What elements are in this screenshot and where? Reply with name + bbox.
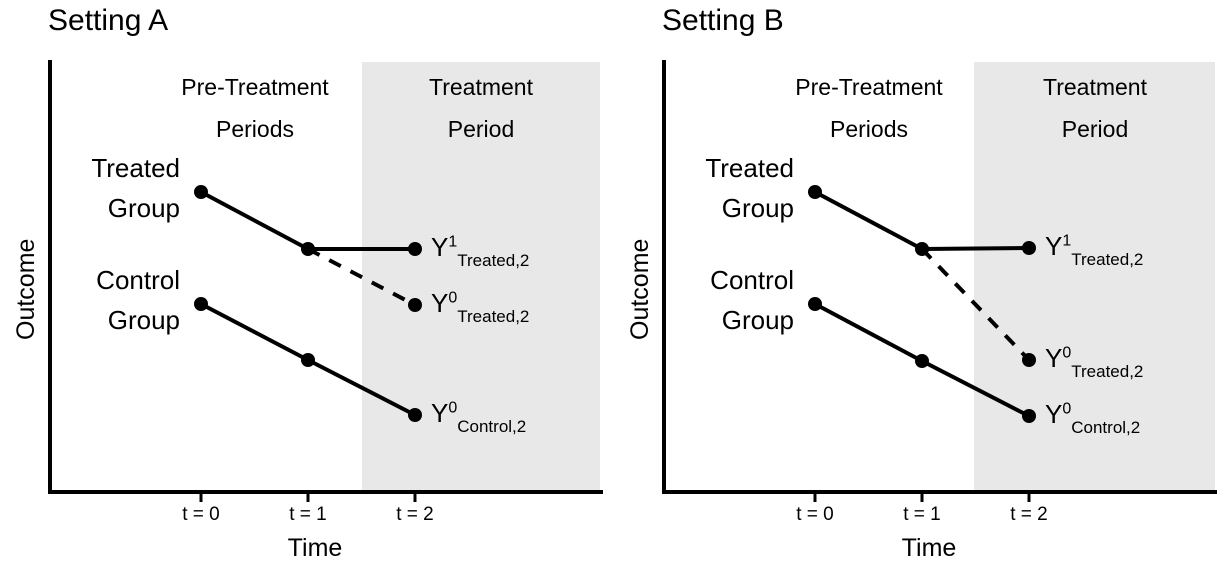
control-group-label-line2: Group bbox=[721, 305, 794, 335]
annotation-base: Y bbox=[1045, 399, 1063, 429]
y-axis-title: Outcome bbox=[626, 238, 654, 340]
point-treated-counterfactual-t2 bbox=[1022, 353, 1036, 367]
pre-treatment-label-line2: Periods bbox=[830, 116, 908, 142]
treated-counterfactual-line bbox=[307, 247, 416, 307]
pre-treatment-label-line1: Pre-Treatment bbox=[181, 74, 329, 100]
y-axis-title: Outcome bbox=[12, 238, 40, 340]
annotation-y0-treated-2: Y0Treated,2 bbox=[1045, 343, 1143, 380]
treated-group-label-line2: Group bbox=[107, 193, 180, 223]
control-group-label-line2: Group bbox=[107, 305, 180, 335]
annotation-y0-control-2: Y0Control,2 bbox=[431, 398, 526, 435]
panel-setting-a: Setting A Pre-Treatment Periods Treatmen… bbox=[12, 4, 603, 562]
treatment-period-label-line2: Period bbox=[1061, 116, 1129, 142]
annotation-subscript: Treated,2 bbox=[457, 307, 530, 327]
point-treated-observed-t2 bbox=[1022, 241, 1036, 255]
panel-title: Setting A bbox=[48, 4, 169, 37]
treated-group-label-line2: Group bbox=[721, 193, 794, 223]
annotation-y1-treated-2: Y1Treated,2 bbox=[431, 232, 529, 269]
point-treated-t1 bbox=[301, 242, 315, 256]
treatment-period-label-line2: Period bbox=[447, 116, 515, 142]
annotation-y0-treated-2: Y0Treated,2 bbox=[431, 288, 529, 325]
x-axis-title: Time bbox=[901, 534, 957, 562]
x-tick-label-2: t = 2 bbox=[396, 504, 434, 525]
point-control-t0 bbox=[808, 297, 822, 311]
point-control-t2 bbox=[1022, 409, 1036, 423]
treatment-period-label-line1: Treatment bbox=[1043, 74, 1147, 100]
annotation-base: Y bbox=[1045, 231, 1063, 261]
control-group-label-line1: Control bbox=[96, 265, 180, 295]
pre-treatment-label-line1: Pre-Treatment bbox=[795, 74, 943, 100]
panel-title: Setting B bbox=[662, 4, 784, 37]
annotation-subscript: Control,2 bbox=[1071, 418, 1141, 438]
annotation-base: Y bbox=[431, 398, 449, 428]
treated-group-label-line1: Treated bbox=[705, 153, 794, 183]
annotation-superscript: 0 bbox=[1062, 344, 1072, 362]
treated-counterfactual-line bbox=[920, 247, 1031, 362]
x-tick-label-1: t = 1 bbox=[903, 504, 941, 525]
annotation-subscript: Treated,2 bbox=[457, 251, 530, 271]
annotation-superscript: 0 bbox=[448, 289, 458, 307]
pre-treatment-label-line2: Periods bbox=[216, 116, 294, 142]
treatment-period-shading bbox=[974, 62, 1215, 492]
annotation-superscript: 0 bbox=[448, 399, 458, 417]
annotation-base: Y bbox=[431, 232, 449, 262]
x-tick-label-2: t = 2 bbox=[1010, 504, 1048, 525]
annotation-superscript: 0 bbox=[1062, 400, 1072, 418]
annotation-subscript: Treated,2 bbox=[1071, 250, 1144, 270]
x-tick-label-1: t = 1 bbox=[289, 504, 327, 525]
annotation-subscript: Treated,2 bbox=[1071, 362, 1144, 382]
control-group-label-line1: Control bbox=[710, 265, 794, 295]
treatment-period-shading bbox=[362, 62, 600, 492]
annotation-subscript: Control,2 bbox=[457, 417, 527, 437]
panel-b-plot bbox=[662, 60, 1217, 502]
point-control-t0 bbox=[194, 297, 208, 311]
annotation-y0-control-2: Y0Control,2 bbox=[1045, 399, 1140, 436]
treatment-period-label-line1: Treatment bbox=[429, 74, 533, 100]
point-treated-t0 bbox=[194, 185, 208, 199]
point-control-t1 bbox=[301, 353, 315, 367]
annotation-base: Y bbox=[1045, 343, 1063, 373]
treated-group-label-line1: Treated bbox=[91, 153, 180, 183]
panel-a-plot bbox=[48, 60, 603, 502]
panel-setting-b: Setting B Pre-Treatment Periods Treatmen… bbox=[614, 0, 1228, 576]
point-treated-counterfactual-t2 bbox=[408, 298, 422, 312]
x-tick-label-0: t = 0 bbox=[182, 504, 220, 525]
x-axis-title: Time bbox=[287, 534, 343, 562]
point-treated-observed-t2 bbox=[408, 242, 422, 256]
point-control-t1 bbox=[915, 354, 929, 368]
annotation-superscript: 1 bbox=[448, 233, 458, 251]
annotation-base: Y bbox=[431, 288, 449, 318]
point-treated-t0 bbox=[808, 185, 822, 199]
annotation-y1-treated-2: Y1Treated,2 bbox=[1045, 231, 1143, 268]
point-control-t2 bbox=[408, 408, 422, 422]
x-tick-label-0: t = 0 bbox=[796, 504, 834, 525]
point-treated-t1 bbox=[915, 242, 929, 256]
annotation-superscript: 1 bbox=[1062, 232, 1072, 250]
